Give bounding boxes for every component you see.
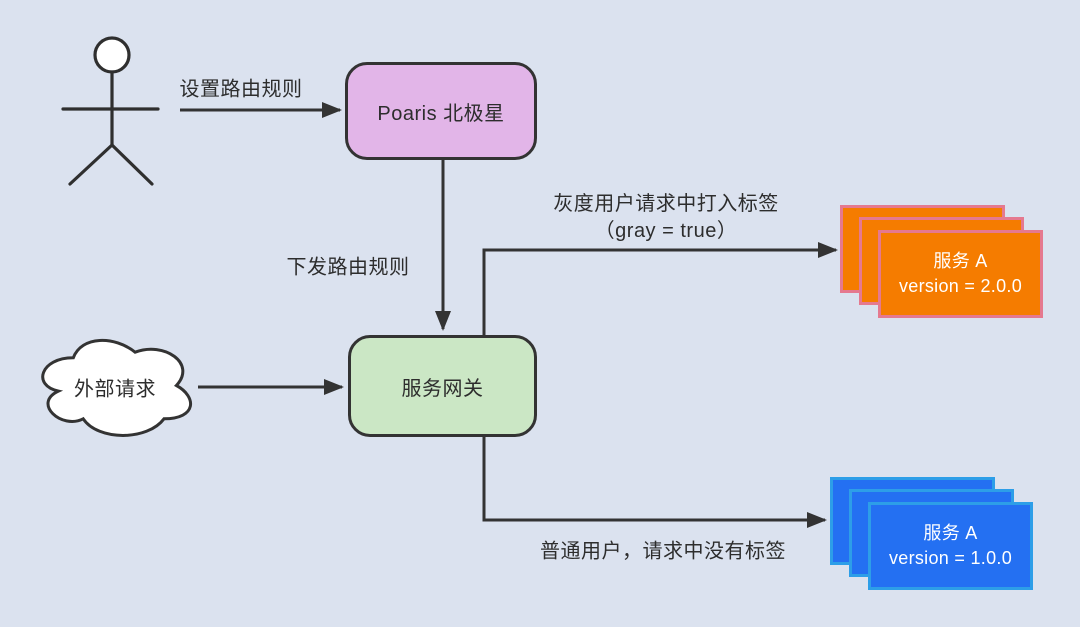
cloud-shape: [41, 338, 193, 437]
polaris-label: Poaris 北极星: [377, 102, 505, 125]
actor-leg-right: [110, 143, 154, 186]
edge-gateway-to-gray: [482, 242, 838, 335]
gateway-node: 服务网关: [348, 335, 537, 437]
service-a-v1-version: version = 1.0.0: [888, 548, 1013, 568]
service-a-v1-card-front: 服务 A version = 1.0.0: [868, 502, 1033, 590]
gateway-label: 服务网关: [401, 377, 484, 400]
set-rule-label: 设置路由规则: [179, 78, 303, 101]
service-a-v2-stack: 服务 A version = 2.0.0: [840, 205, 1046, 320]
service-a-v2-title: 服务 A: [933, 251, 988, 271]
user-actor-icon: [61, 36, 160, 186]
service-a-v1-title: 服务 A: [923, 523, 978, 543]
edge-gateway-to-normal: [482, 437, 827, 528]
actor-head: [93, 36, 131, 74]
service-a-v1-stack: 服务 A version = 1.0.0: [830, 477, 1036, 592]
service-a-v2-card-front: 服务 A version = 2.0.0: [878, 230, 1043, 318]
gray-route-label-line2: （gray = true）: [594, 220, 738, 242]
gray-route-label-line1: 灰度用户请求中打入标签: [553, 193, 779, 215]
service-a-v2-version: version = 2.0.0: [898, 276, 1023, 296]
actor-leg-left: [68, 143, 114, 186]
external-request-label: 外部请求: [74, 378, 156, 401]
normal-route-label: 普通用户，请求中没有标签: [540, 540, 786, 563]
gray-route-label: 灰度用户请求中打入标签 （gray = true）: [553, 191, 779, 245]
push-rule-label: 下发路由规则: [286, 256, 410, 279]
polaris-node: Poaris 北极星: [345, 62, 537, 160]
